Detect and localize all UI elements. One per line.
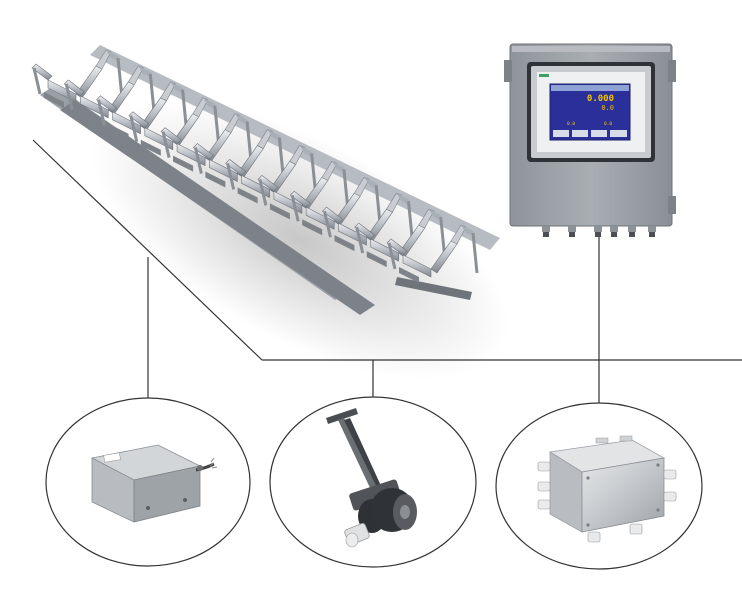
load-cell-panel (45, 397, 251, 567)
weighing-controller-cabinet-icon: 0.000 0.0 0.0 0.0 (504, 43, 676, 237)
lcd-bottom-value-1: 0.0 (567, 121, 575, 127)
speed-sensor-panel (269, 396, 477, 568)
load-cell-icon (90, 444, 218, 523)
idler-unit (386, 224, 479, 283)
cable-gland (648, 226, 656, 237)
cable-gland (542, 226, 550, 237)
cable-glands (542, 226, 656, 237)
cable-gland (610, 226, 618, 237)
idler-units (31, 49, 479, 283)
idler-unit (31, 49, 124, 108)
lcd-secondary-reading: 0.0 (601, 104, 614, 112)
lcd-soft-keys (553, 130, 627, 137)
cable-gland (628, 226, 636, 237)
junction-box-icon (537, 435, 677, 543)
junction-box-panel (495, 402, 703, 570)
lcd-main-reading: 0.000 (587, 94, 614, 104)
speed-sensor-icon (326, 408, 417, 548)
idler-unit (289, 176, 382, 236)
belt-scale-idler-frame-icon (31, 45, 509, 380)
cable-gland (568, 226, 576, 237)
lcd-bottom-value-2: 0.0 (604, 121, 612, 127)
cable-gland (594, 226, 602, 237)
idler-unit (63, 65, 156, 124)
